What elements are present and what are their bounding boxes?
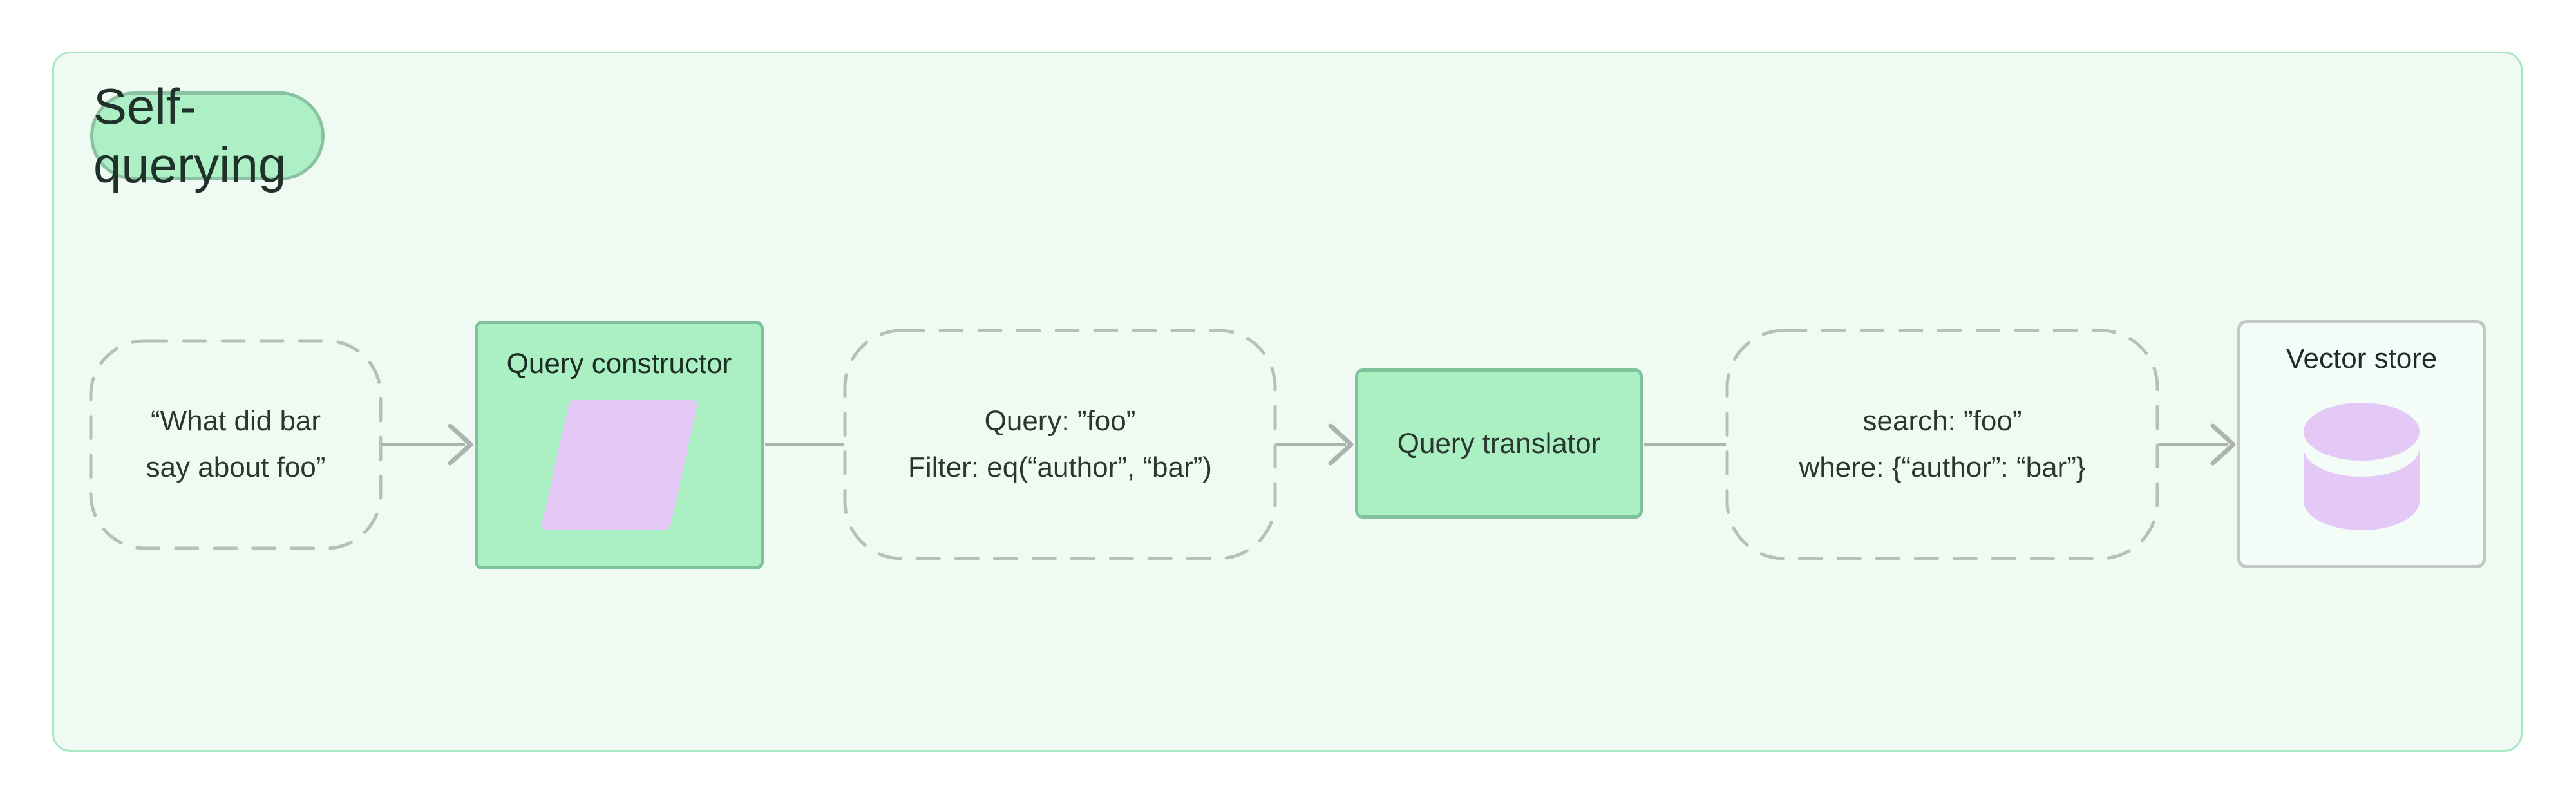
arrowhead-icon	[2210, 423, 2236, 466]
diagram-panel	[52, 52, 2523, 752]
query-constructor-label: Query constructor	[506, 348, 732, 379]
structured-query-line1: Query: ”foo”	[984, 405, 1136, 437]
translated-query-line2: where: {“author”: “bar”}	[1799, 452, 2086, 483]
arrowhead-icon	[1328, 423, 1354, 466]
input-query-line2: say about foo”	[146, 452, 326, 483]
structured-query-node: Query: ”foo” Filter: eq(“author”, “bar”)	[845, 330, 1275, 559]
title-badge: Self-querying	[90, 78, 325, 193]
input-query-node-border	[89, 339, 383, 550]
translated-query-node: search: ”foo” where: {“author”: “bar”}	[1727, 330, 2157, 559]
input-query-line1: “What did bar	[150, 405, 321, 437]
query-translator-node	[1355, 368, 1643, 519]
diagram-title: Self-querying	[93, 78, 287, 193]
structured-query-line2: Filter: eq(“author”, “bar”)	[908, 452, 1212, 483]
vector-store-label: Vector store	[2286, 343, 2438, 374]
arrowhead-icon	[448, 423, 473, 466]
translated-query-line1: search: ”foo”	[1862, 405, 2022, 437]
input-query-node: “What did bar say about foo”	[91, 341, 381, 548]
structured-query-node-border	[843, 329, 1277, 560]
query-translator-label: Query translator	[1397, 427, 1601, 459]
translated-query-node-border	[1725, 329, 2159, 560]
